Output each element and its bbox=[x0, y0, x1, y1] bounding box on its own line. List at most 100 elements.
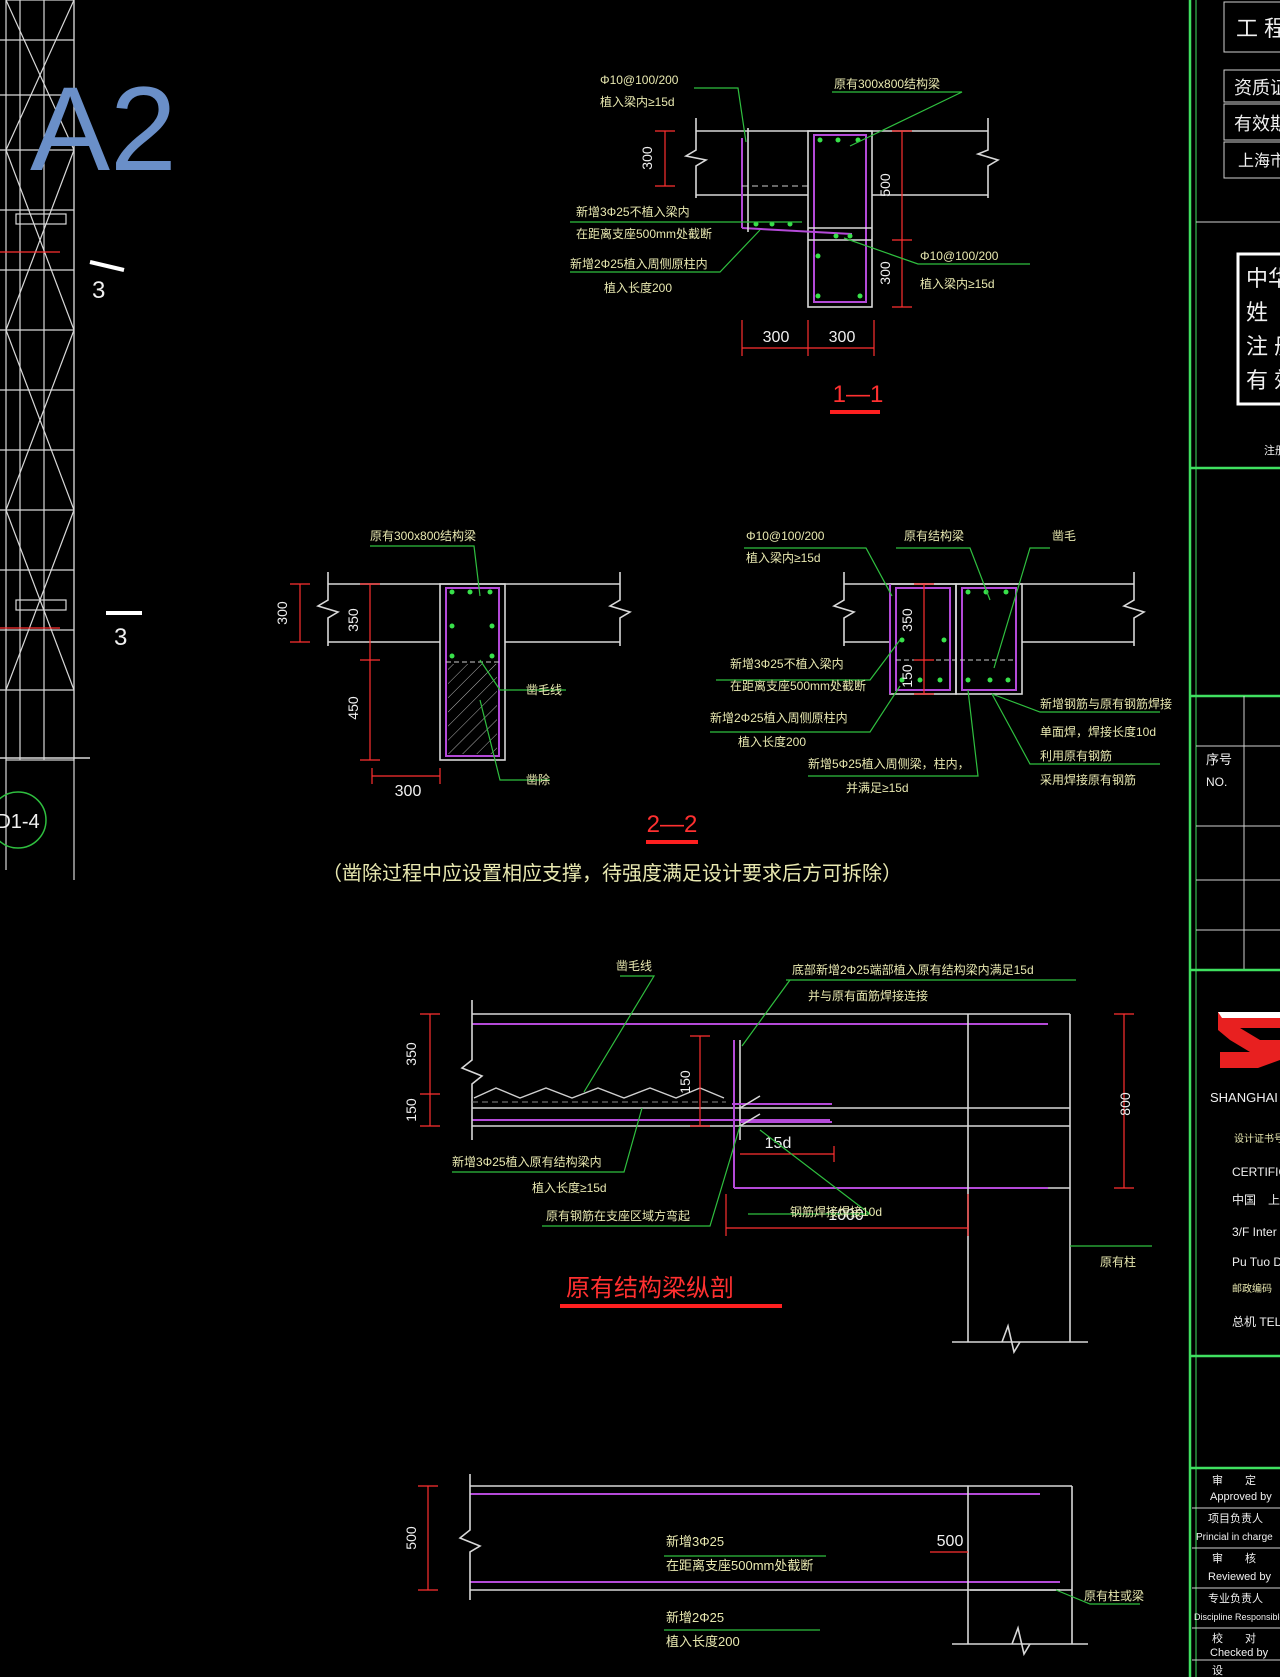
note-long-4: 植入长度≥15d bbox=[532, 1180, 607, 1195]
dim-2-2-right-150: 150 bbox=[899, 664, 915, 688]
plan-section: 500 500 新增3Φ25 在距离支座500mm处截断 新增2Φ25 植入长度… bbox=[403, 1474, 1144, 1657]
section-2-2-remark: （凿除过程中应设置相应支撑，待强度满足设计要求后方可拆除） bbox=[322, 862, 902, 885]
stamp-row-0: 中华 bbox=[1246, 266, 1280, 291]
company-line-6: 总机 TEL bbox=[1232, 1315, 1280, 1329]
note-long-6: 钢筋焊接焊接10d bbox=[790, 1204, 882, 1219]
section-mark-top: 3 bbox=[92, 277, 105, 304]
dim-1-1-300-b: 300 bbox=[877, 261, 893, 285]
title-block-row-1: 资质证 bbox=[1234, 78, 1280, 98]
note-1-1-4: 在距离支座500mm处截断 bbox=[576, 226, 712, 241]
section-cut-marker-bottom: 3 bbox=[106, 611, 142, 651]
section-1-1-title: 1—1 bbox=[833, 381, 884, 408]
note-2-2-right-2: 原有结构梁 bbox=[904, 528, 964, 543]
dim-2-2-left-300-b: 300 bbox=[395, 783, 422, 800]
note-long-7: 原有柱 bbox=[1100, 1254, 1136, 1269]
long-section: 350 150 150 15d 800 1000 凿毛线 底部新增2Φ25端部植… bbox=[403, 959, 1152, 1355]
section-cut-marker-top: 3 bbox=[89, 260, 125, 304]
dim-2-2-left-300: 300 bbox=[274, 601, 290, 625]
note-2-2-right-9: 并满足≥15d bbox=[846, 781, 909, 795]
note-1-1-1: 植入梁内≥15d bbox=[600, 94, 675, 109]
note-2-2-right-10: 新增钢筋与原有钢筋焊接 bbox=[1040, 696, 1172, 711]
company-line-1: CERTIFIC bbox=[1232, 1165, 1280, 1179]
note-2-2-right-5: 在距离支座500mm处截断 bbox=[730, 678, 866, 693]
stamp-row-1: 姓 bbox=[1246, 300, 1268, 325]
dim-long-150-b: 150 bbox=[677, 1070, 693, 1094]
note-2-2-right-7: 植入长度200 bbox=[738, 734, 806, 749]
note-plan-3: 植入长度200 bbox=[666, 1634, 740, 1649]
dim-2-2-right-350: 350 bbox=[899, 608, 915, 632]
note-1-1-2: 原有300x800结构梁 bbox=[834, 76, 940, 91]
note-2-2-right-4: 新增3Φ25不植入梁内 bbox=[730, 656, 844, 671]
note-plan-0: 新增3Φ25 bbox=[666, 1534, 724, 1549]
sign-row-1-en: Princial in charge bbox=[1196, 1532, 1273, 1543]
note-2-2-right-12: 利用原有钢筋 bbox=[1040, 748, 1112, 763]
note-long-0: 凿毛线 bbox=[616, 959, 652, 973]
dim-2-2-left-450: 450 bbox=[345, 696, 361, 720]
note-long-3: 新增3Φ25植入原有结构梁内 bbox=[452, 1154, 602, 1169]
company-line-4: Pu Tuo D bbox=[1232, 1255, 1280, 1269]
company-line-0: 设计证书号 bbox=[1234, 1132, 1280, 1145]
company-logo-icon bbox=[1218, 1012, 1280, 1068]
section-1-1: 300 500 300 300 300 Φ10@100/200 植入梁内≥15d… bbox=[570, 73, 1030, 414]
note-long-2: 并与原有面筋焊接连接 bbox=[808, 988, 928, 1003]
note-2-2-right-13: 采用焊接原有钢筋 bbox=[1040, 772, 1136, 787]
note-long-1: 底部新增2Φ25端部植入原有结构梁内满足15d bbox=[792, 962, 1034, 977]
dim-long-350: 350 bbox=[403, 1042, 419, 1066]
dim-long-150: 150 bbox=[403, 1098, 419, 1122]
dim-2-2-left-350: 350 bbox=[345, 608, 361, 632]
note-long-5: 原有钢筋在支座区域方弯起 bbox=[546, 1208, 690, 1223]
sign-row-3-en: Discipline Responsible bbox=[1194, 1612, 1280, 1622]
note-1-1-0: Φ10@100/200 bbox=[600, 73, 679, 87]
left-elevation-strip bbox=[0, 0, 90, 880]
note-2-2-right-1: 植入梁内≥15d bbox=[746, 550, 821, 565]
grid-bubble-label: D1-4 bbox=[0, 811, 40, 833]
note-plan-4: 原有柱或梁 bbox=[1084, 1588, 1144, 1603]
dim-1-1-300-a: 300 bbox=[639, 146, 655, 170]
dim-plan-500-b: 500 bbox=[937, 1533, 964, 1550]
stamp-row-3: 有 效 bbox=[1246, 368, 1280, 393]
sign-row-0-en: Approved by bbox=[1210, 1491, 1272, 1503]
section-mark-bottom: 3 bbox=[114, 624, 127, 651]
stamp-note: 注册 bbox=[1264, 443, 1280, 457]
company-line-3: 3/F Inter bbox=[1232, 1225, 1277, 1239]
dim-1-1-300-c: 300 bbox=[763, 329, 790, 346]
sign-row-2-en: Reviewed by bbox=[1208, 1571, 1271, 1583]
table-header-cn: 序号 bbox=[1206, 752, 1232, 767]
table-header-en: NO. bbox=[1206, 775, 1227, 789]
long-section-title: 原有结构梁纵剖 bbox=[566, 1275, 734, 1302]
company-name: SHANGHAI bbox=[1210, 1090, 1278, 1105]
section-2-2-right: 350 150 Φ10@100/200 植入梁内≥15d 原有结构梁 凿毛 新增… bbox=[710, 528, 1172, 795]
dim-long-800: 800 bbox=[1117, 1092, 1133, 1116]
dim-1-1-500: 500 bbox=[877, 173, 893, 197]
sign-row-2-cn: 审 核 bbox=[1212, 1551, 1256, 1565]
sign-row-4-en: Checked by bbox=[1210, 1647, 1269, 1659]
title-block-row-3: 上海市 bbox=[1238, 152, 1280, 170]
note-1-1-3: 新增3Φ25不植入梁内 bbox=[576, 204, 690, 219]
note-2-2-left-0: 原有300x800结构梁 bbox=[370, 528, 476, 543]
grid-bubble: D1-4 bbox=[0, 791, 47, 849]
sign-row-5-cn: 设 bbox=[1212, 1664, 1223, 1677]
note-2-2-right-3: 凿毛 bbox=[1052, 529, 1076, 543]
note-1-1-8: 植入梁内≥15d bbox=[920, 276, 995, 291]
company-line-5: 邮政编码 bbox=[1232, 1282, 1272, 1295]
sign-row-1-cn: 项目负责人 bbox=[1208, 1511, 1263, 1525]
sheet-mark: A2 bbox=[30, 62, 177, 196]
rebar-dots-1-1 bbox=[753, 137, 863, 299]
title-block-row-0: 工 程 bbox=[1236, 16, 1280, 41]
company-line-2: 中国 上海 bbox=[1232, 1192, 1280, 1207]
note-2-2-left-2: 凿除 bbox=[526, 772, 550, 787]
rebar-dots-2-2-left bbox=[449, 589, 495, 659]
note-1-1-5: 新增2Φ25植入周侧原柱内 bbox=[570, 256, 708, 271]
dim-1-1-300-d: 300 bbox=[829, 329, 856, 346]
note-plan-2: 新增2Φ25 bbox=[666, 1610, 724, 1625]
rebar-dots-2-2-right bbox=[899, 589, 1011, 683]
dim-plan-500: 500 bbox=[403, 1526, 419, 1550]
note-1-1-7: Φ10@100/200 bbox=[920, 249, 999, 263]
section-2-2-left: 300 350 450 300 原有300x800结构梁 凿毛线 凿除 bbox=[274, 528, 632, 800]
sign-row-4-cn: 校 对 bbox=[1212, 1631, 1256, 1645]
note-1-1-6: 植入长度200 bbox=[604, 280, 672, 295]
title-block-row-2: 有效期 bbox=[1234, 114, 1280, 134]
note-2-2-right-0: Φ10@100/200 bbox=[746, 529, 825, 543]
note-plan-1: 在距离支座500mm处截断 bbox=[666, 1558, 813, 1573]
note-2-2-left-1: 凿毛线 bbox=[526, 683, 562, 697]
